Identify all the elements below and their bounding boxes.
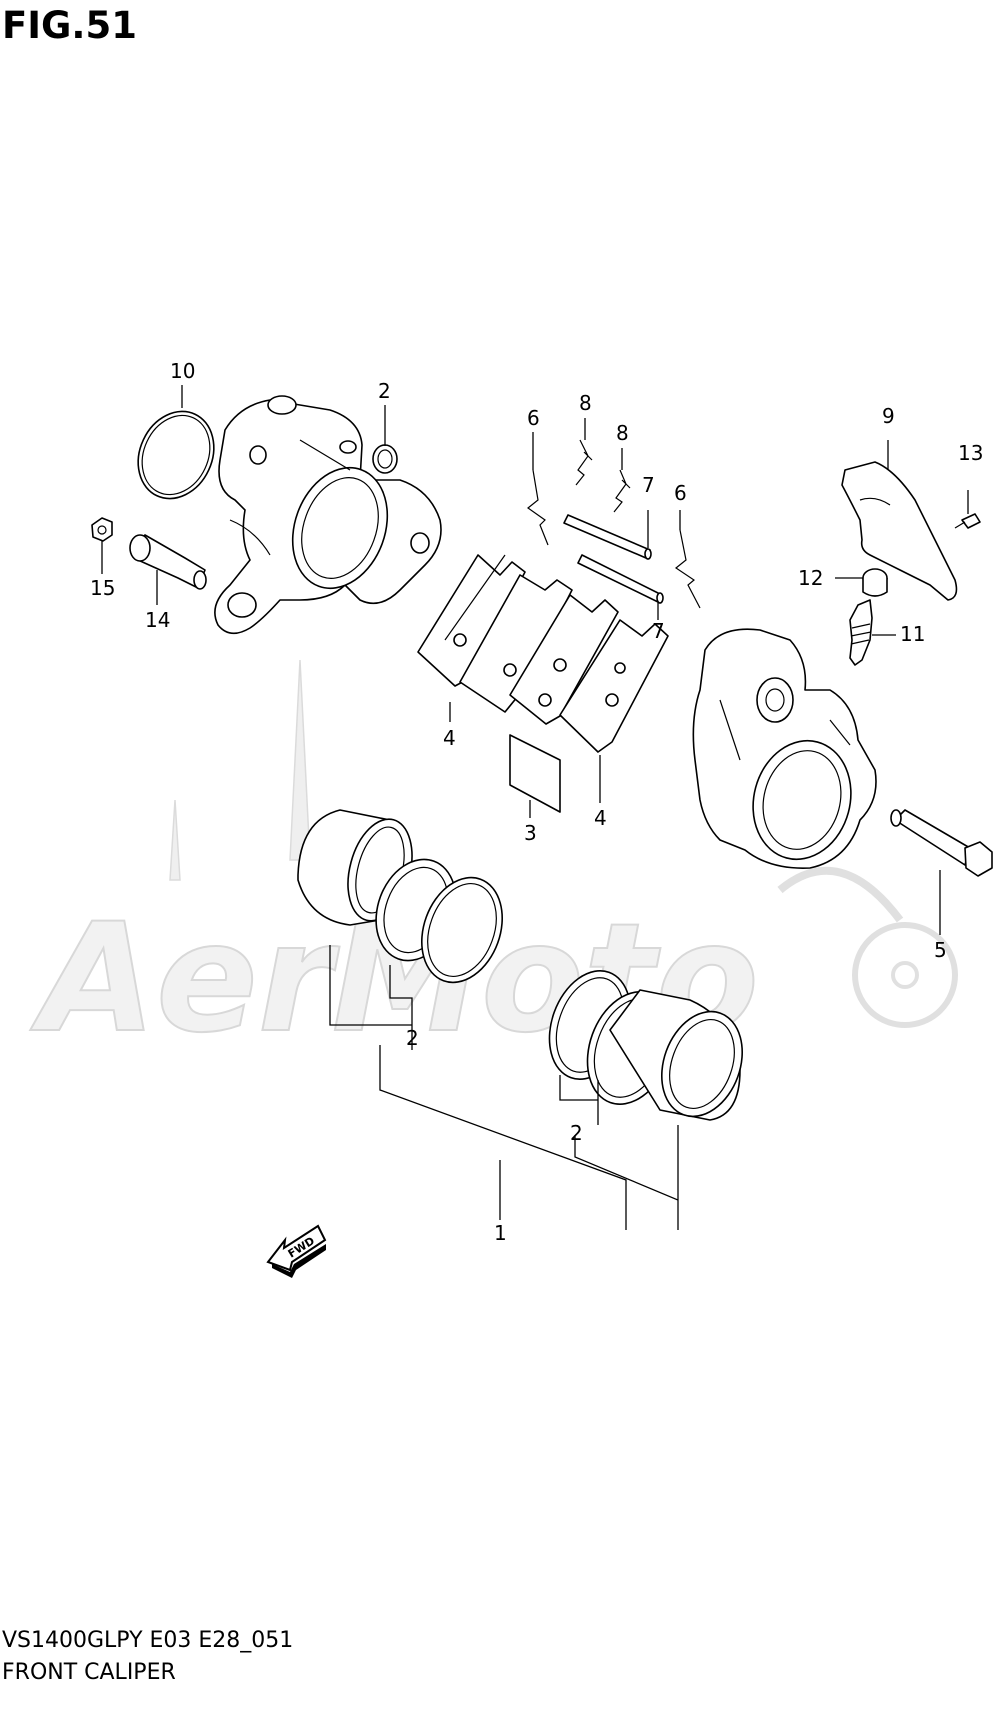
- callout-3: 3: [524, 821, 537, 845]
- callout-4-right: 4: [594, 806, 607, 830]
- fwd-arrow-icon: FWD: [266, 1224, 327, 1278]
- model-code: VS1400GLPY E03 E28_051: [2, 1628, 294, 1653]
- part-7-pad-pin-lower[interactable]: [577, 554, 664, 604]
- part-13-screw[interactable]: [954, 513, 981, 529]
- caliper-body[interactable]: [692, 628, 877, 870]
- callout-8-a: 8: [579, 391, 592, 415]
- callout-15: 15: [90, 576, 115, 600]
- part-3-pad-shim[interactable]: [459, 574, 573, 813]
- callout-4-left: 4: [443, 726, 456, 750]
- part-5-mounting-bolt[interactable]: [890, 809, 993, 877]
- callout-7-lower: 7: [652, 619, 665, 643]
- callout-12: 12: [798, 566, 823, 590]
- part-12-bleeder-cap[interactable]: [862, 568, 888, 597]
- callout-13: 13: [958, 441, 983, 465]
- callout-14: 14: [145, 608, 170, 632]
- callout-9: 9: [882, 404, 895, 428]
- callout-1: 1: [494, 1221, 507, 1245]
- part-2-piston-seal-left-b[interactable]: [408, 866, 516, 993]
- figure-name: FRONT CALIPER: [2, 1660, 176, 1685]
- part-15-washer[interactable]: [91, 517, 113, 542]
- callout-8-b: 8: [616, 421, 629, 445]
- part-11-bleeder-valve[interactable]: [849, 599, 873, 666]
- callout-7-upper: 7: [642, 473, 655, 497]
- figure-title: FIG.51: [2, 4, 137, 47]
- callout-2-right: 2: [570, 1121, 583, 1145]
- caliper-bracket[interactable]: [214, 395, 442, 635]
- part-6-pad-spring-left[interactable]: [527, 469, 549, 546]
- callout-6-right: 6: [674, 481, 687, 505]
- part-1-piston-right[interactable]: [609, 989, 756, 1128]
- part-10-seal-ring[interactable]: [124, 399, 227, 511]
- callout-11: 11: [900, 622, 925, 646]
- part-8-clip-a[interactable]: [575, 439, 593, 486]
- part-14-pin-bolt[interactable]: [129, 534, 207, 590]
- part-7-pad-pin-upper[interactable]: [563, 514, 652, 560]
- callout-5: 5: [934, 938, 947, 962]
- part-4-brake-pad-right-b[interactable]: [559, 619, 669, 753]
- part-2-small-ring[interactable]: [372, 444, 398, 474]
- callout-2-left: 2: [406, 1026, 419, 1050]
- leader-lines: [101, 385, 969, 1230]
- callout-10: 10: [170, 359, 195, 383]
- part-4-brake-pad-right-a[interactable]: [509, 594, 619, 725]
- callout-2-top: 2: [378, 379, 391, 403]
- callout-labels: 10 2 6 8 8 7 6 9 13 15 14 7 12 11 4 3 4 …: [90, 359, 983, 1245]
- callout-6-left: 6: [527, 406, 540, 430]
- part-9-caliper-cover[interactable]: [841, 461, 958, 601]
- part-4-brake-pad-left[interactable]: [417, 554, 526, 687]
- part-6-pad-spring-right[interactable]: [674, 529, 701, 609]
- part-8-clip-b[interactable]: [613, 469, 631, 513]
